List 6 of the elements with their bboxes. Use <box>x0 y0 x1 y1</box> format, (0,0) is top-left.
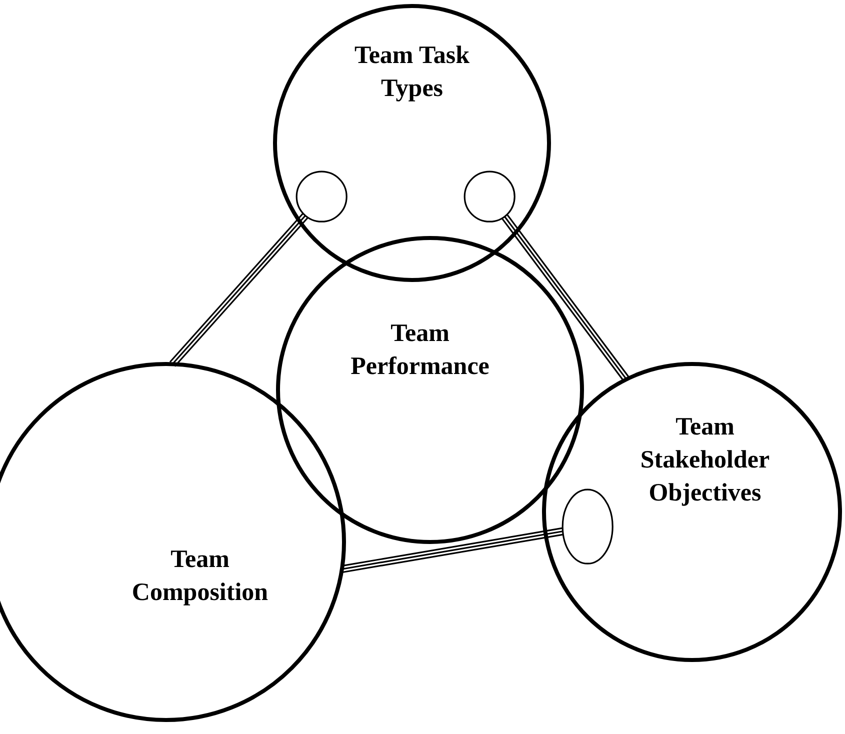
triple-line-connector <box>502 214 630 382</box>
triple-line-connector <box>340 527 564 574</box>
node-label: Team Composition <box>130 545 270 608</box>
node-label: Team Performance <box>350 319 490 382</box>
node-label: Team Stakeholder Objectives <box>639 412 771 508</box>
node-label: Team Task Types <box>353 41 471 104</box>
